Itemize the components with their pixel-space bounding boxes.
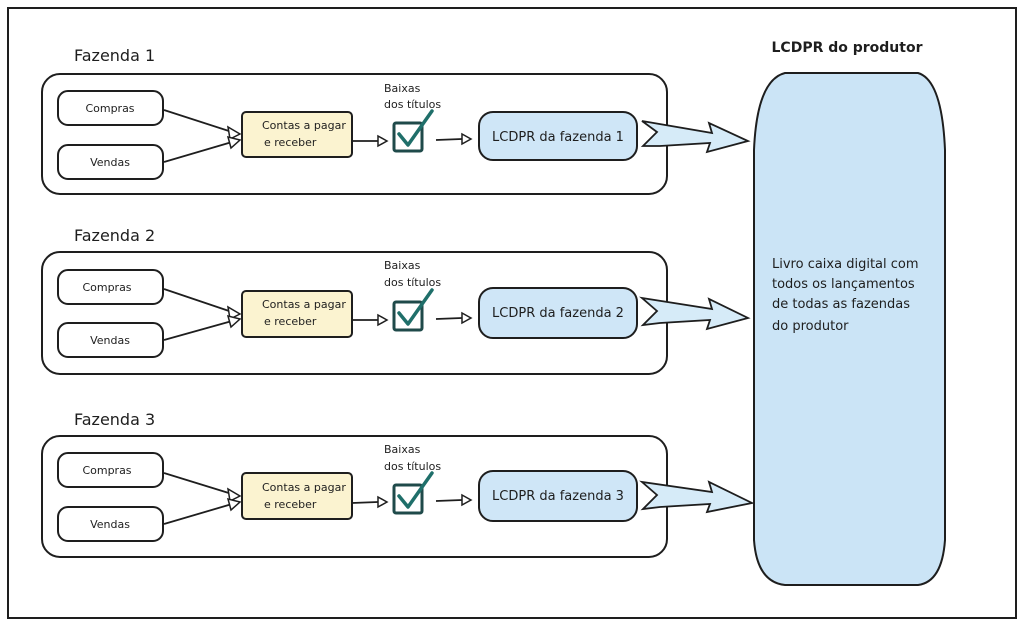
contas-label-line-2: e receber bbox=[264, 498, 317, 511]
compras-label: Compras bbox=[85, 102, 134, 115]
checkmark-icon bbox=[397, 288, 434, 326]
farm-group-2: Fazenda 2 Compras Vendas Contas a pagar … bbox=[41, 226, 751, 375]
checkbox-icon bbox=[392, 121, 424, 153]
arrowhead-icon bbox=[226, 497, 242, 512]
farm-group-1: Fazenda 1 Compras Vendas Contas a pagar … bbox=[41, 46, 751, 195]
vendas-label: Vendas bbox=[90, 156, 130, 169]
arrow-compras-to-contas bbox=[163, 288, 233, 313]
arrowhead-icon bbox=[461, 493, 473, 507]
compras-label: Compras bbox=[82, 464, 131, 477]
lcdpr-farm-node bbox=[478, 287, 638, 339]
arrow-baixas-to-lcdpr bbox=[435, 317, 463, 320]
producer-desc-line-3: de todas as fazendas bbox=[772, 297, 910, 312]
producer-desc-line-1: Livro caixa digital com bbox=[772, 257, 919, 272]
compras-node bbox=[57, 452, 164, 488]
vendas-node bbox=[57, 144, 164, 180]
baixas-label-line-1: Baixas bbox=[384, 82, 421, 95]
farm-title: Fazenda 2 bbox=[74, 226, 155, 245]
lcdpr-farm-node bbox=[478, 470, 638, 522]
checkbox-icon bbox=[392, 483, 424, 515]
arrowhead-icon bbox=[226, 135, 242, 150]
arrowhead-icon bbox=[226, 314, 242, 329]
vendas-node bbox=[57, 506, 164, 542]
arrow-baixas-to-lcdpr bbox=[435, 499, 463, 502]
baixas-label-line-1: Baixas bbox=[384, 259, 421, 272]
checkbox-icon bbox=[392, 300, 424, 332]
lcdpr-farm-node bbox=[478, 111, 638, 161]
lcdpr-farm-label: LCDPR da fazenda 2 bbox=[492, 306, 624, 321]
farm-group-3: Fazenda 3 Compras Vendas Contas a pagar … bbox=[41, 410, 755, 558]
lcdpr-farm-label: LCDPR da fazenda 1 bbox=[492, 130, 624, 145]
compras-node bbox=[57, 269, 164, 305]
arrowhead-icon bbox=[377, 313, 389, 327]
checkmark-icon bbox=[397, 471, 434, 509]
contas-node bbox=[241, 111, 353, 158]
vendas-label: Vendas bbox=[90, 518, 130, 531]
farm-title: Fazenda 1 bbox=[74, 46, 155, 65]
block-arrow-to-producer bbox=[639, 296, 751, 331]
baixas-label-line-2: dos títulos bbox=[384, 98, 441, 111]
arrow-compras-to-contas bbox=[163, 109, 233, 133]
contas-node bbox=[241, 290, 353, 338]
contas-label-line-2: e receber bbox=[264, 136, 317, 149]
baixas-label-line-1: Baixas bbox=[384, 443, 421, 456]
vendas-label: Vendas bbox=[90, 334, 130, 347]
arrowhead-icon bbox=[377, 495, 389, 509]
producer-title: LCDPR do produtor bbox=[772, 40, 923, 56]
lcdpr-farm-label: LCDPR da fazenda 3 bbox=[492, 489, 624, 504]
contas-node bbox=[241, 472, 353, 520]
arrowhead-icon bbox=[461, 311, 473, 325]
block-arrow-to-producer bbox=[639, 480, 755, 514]
arrow-contas-to-baixas bbox=[351, 501, 379, 504]
arrow-vendas-to-contas bbox=[163, 320, 233, 341]
arrowhead-icon bbox=[226, 487, 242, 503]
contas-label-line-1: Contas a pagar bbox=[262, 481, 346, 494]
farm-title: Fazenda 3 bbox=[74, 410, 155, 429]
contas-label-line-1: Contas a pagar bbox=[262, 119, 346, 132]
arrow-vendas-to-contas bbox=[163, 503, 233, 525]
producer-book-shape bbox=[753, 72, 946, 586]
arrow-compras-to-contas bbox=[163, 472, 233, 495]
baixas-label-line-2: dos títulos bbox=[384, 460, 441, 473]
arrowhead-icon bbox=[461, 132, 473, 146]
baixas-label-line-2: dos títulos bbox=[384, 276, 441, 289]
arrowhead-icon bbox=[377, 134, 389, 148]
compras-label: Compras bbox=[82, 281, 131, 294]
arrow-baixas-to-lcdpr bbox=[435, 138, 463, 141]
compras-node bbox=[57, 90, 164, 126]
arrowhead-icon bbox=[226, 125, 242, 141]
producer-desc-line-2: todos os lançamentos bbox=[772, 277, 915, 292]
vendas-node bbox=[57, 322, 164, 358]
contas-label-line-2: e receber bbox=[264, 315, 317, 328]
contas-label-line-1: Contas a pagar bbox=[262, 298, 346, 311]
producer-desc-line-4: do produtor bbox=[772, 319, 849, 334]
arrow-vendas-to-contas bbox=[163, 141, 233, 163]
block-arrow-to-producer bbox=[640, 120, 751, 154]
checkmark-icon bbox=[397, 109, 434, 147]
